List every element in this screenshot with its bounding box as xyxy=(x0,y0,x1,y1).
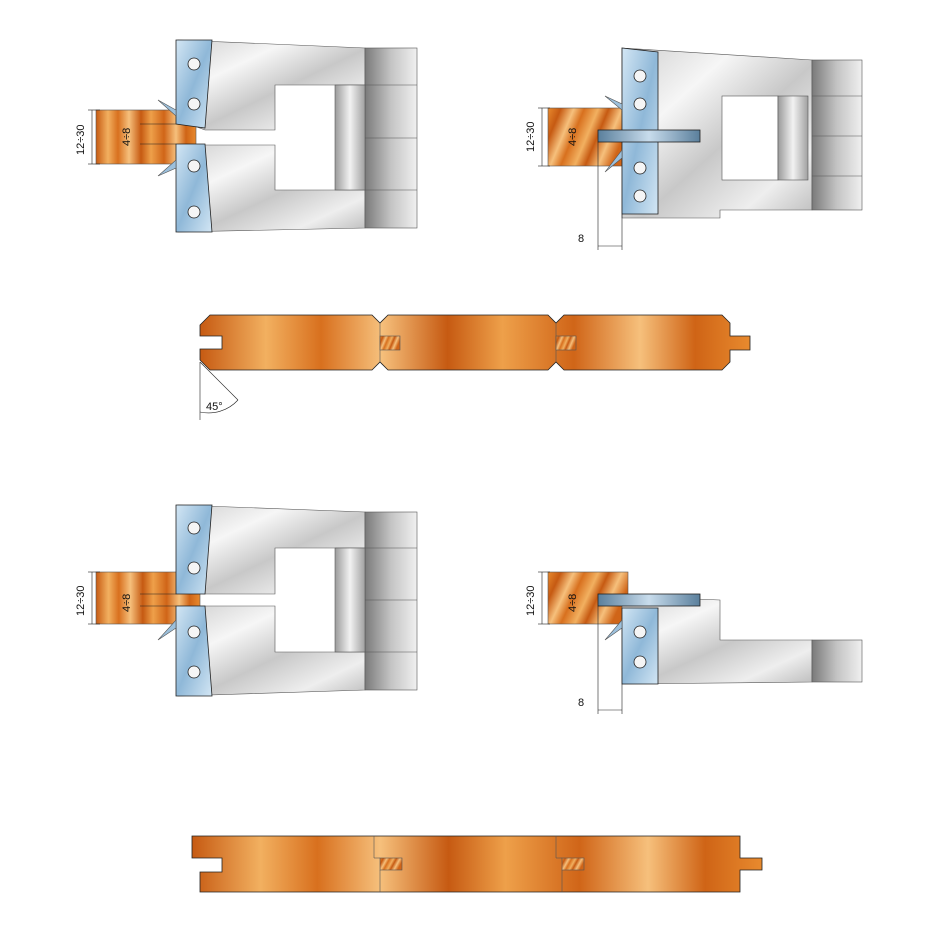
shaft xyxy=(811,639,863,683)
bolt-icon xyxy=(187,205,201,219)
bolt-icon xyxy=(633,97,647,111)
board-plank xyxy=(191,835,763,893)
depth-range-label: 4÷8 xyxy=(121,128,133,146)
rebate-blade xyxy=(597,593,701,607)
depth-range-label: 4÷8 xyxy=(121,594,133,612)
bolt-icon xyxy=(187,97,201,111)
bolt-icon xyxy=(633,655,647,669)
depth-range-label: 4÷8 xyxy=(567,594,579,612)
bolt-icon xyxy=(187,159,201,173)
knife xyxy=(621,607,659,685)
knife-upper xyxy=(175,504,213,595)
height-range-label: 12÷30 xyxy=(75,585,87,616)
shaft xyxy=(364,511,418,691)
cutter-assembly-top-right: 12÷30 4÷8 8 xyxy=(525,47,863,250)
spacer-rib xyxy=(777,95,809,181)
chamfer-angle-label: 45° xyxy=(206,401,223,413)
bolt-icon xyxy=(633,189,647,203)
cutter-assembly-bottom-right: 12÷30 4÷8 8 xyxy=(525,571,863,714)
cutter-assembly-top-left: 12÷30 4÷8 xyxy=(75,39,418,233)
board-plank xyxy=(199,314,751,371)
height-range-label: 12÷30 xyxy=(75,124,87,155)
bolt-icon xyxy=(187,665,201,679)
bolt-icon xyxy=(633,161,647,175)
board-profile-1: 45° xyxy=(199,314,751,420)
knife-upper xyxy=(175,39,213,129)
knife-lower xyxy=(175,143,213,233)
depth-range-label: 4÷8 xyxy=(567,128,579,146)
height-range-label: 12÷30 xyxy=(525,585,537,616)
height-range-label: 12÷30 xyxy=(525,121,537,152)
spacer-rib xyxy=(334,547,366,653)
bolt-icon xyxy=(633,625,647,639)
bolt-icon xyxy=(187,57,201,71)
rebate-blade xyxy=(597,129,701,143)
spacer-rib xyxy=(334,84,366,191)
bolt-icon xyxy=(187,625,201,639)
board-profile-2 xyxy=(191,835,763,893)
offset-label: 8 xyxy=(578,697,584,709)
bolt-icon xyxy=(187,521,201,535)
shaft xyxy=(811,59,863,211)
cutter-assembly-bottom-left: 12÷30 4÷8 xyxy=(75,504,418,697)
bolt-icon xyxy=(187,561,201,575)
tool-window xyxy=(721,95,779,181)
knife-lower xyxy=(175,605,213,697)
bolt-icon xyxy=(633,69,647,83)
offset-label: 8 xyxy=(578,233,584,245)
